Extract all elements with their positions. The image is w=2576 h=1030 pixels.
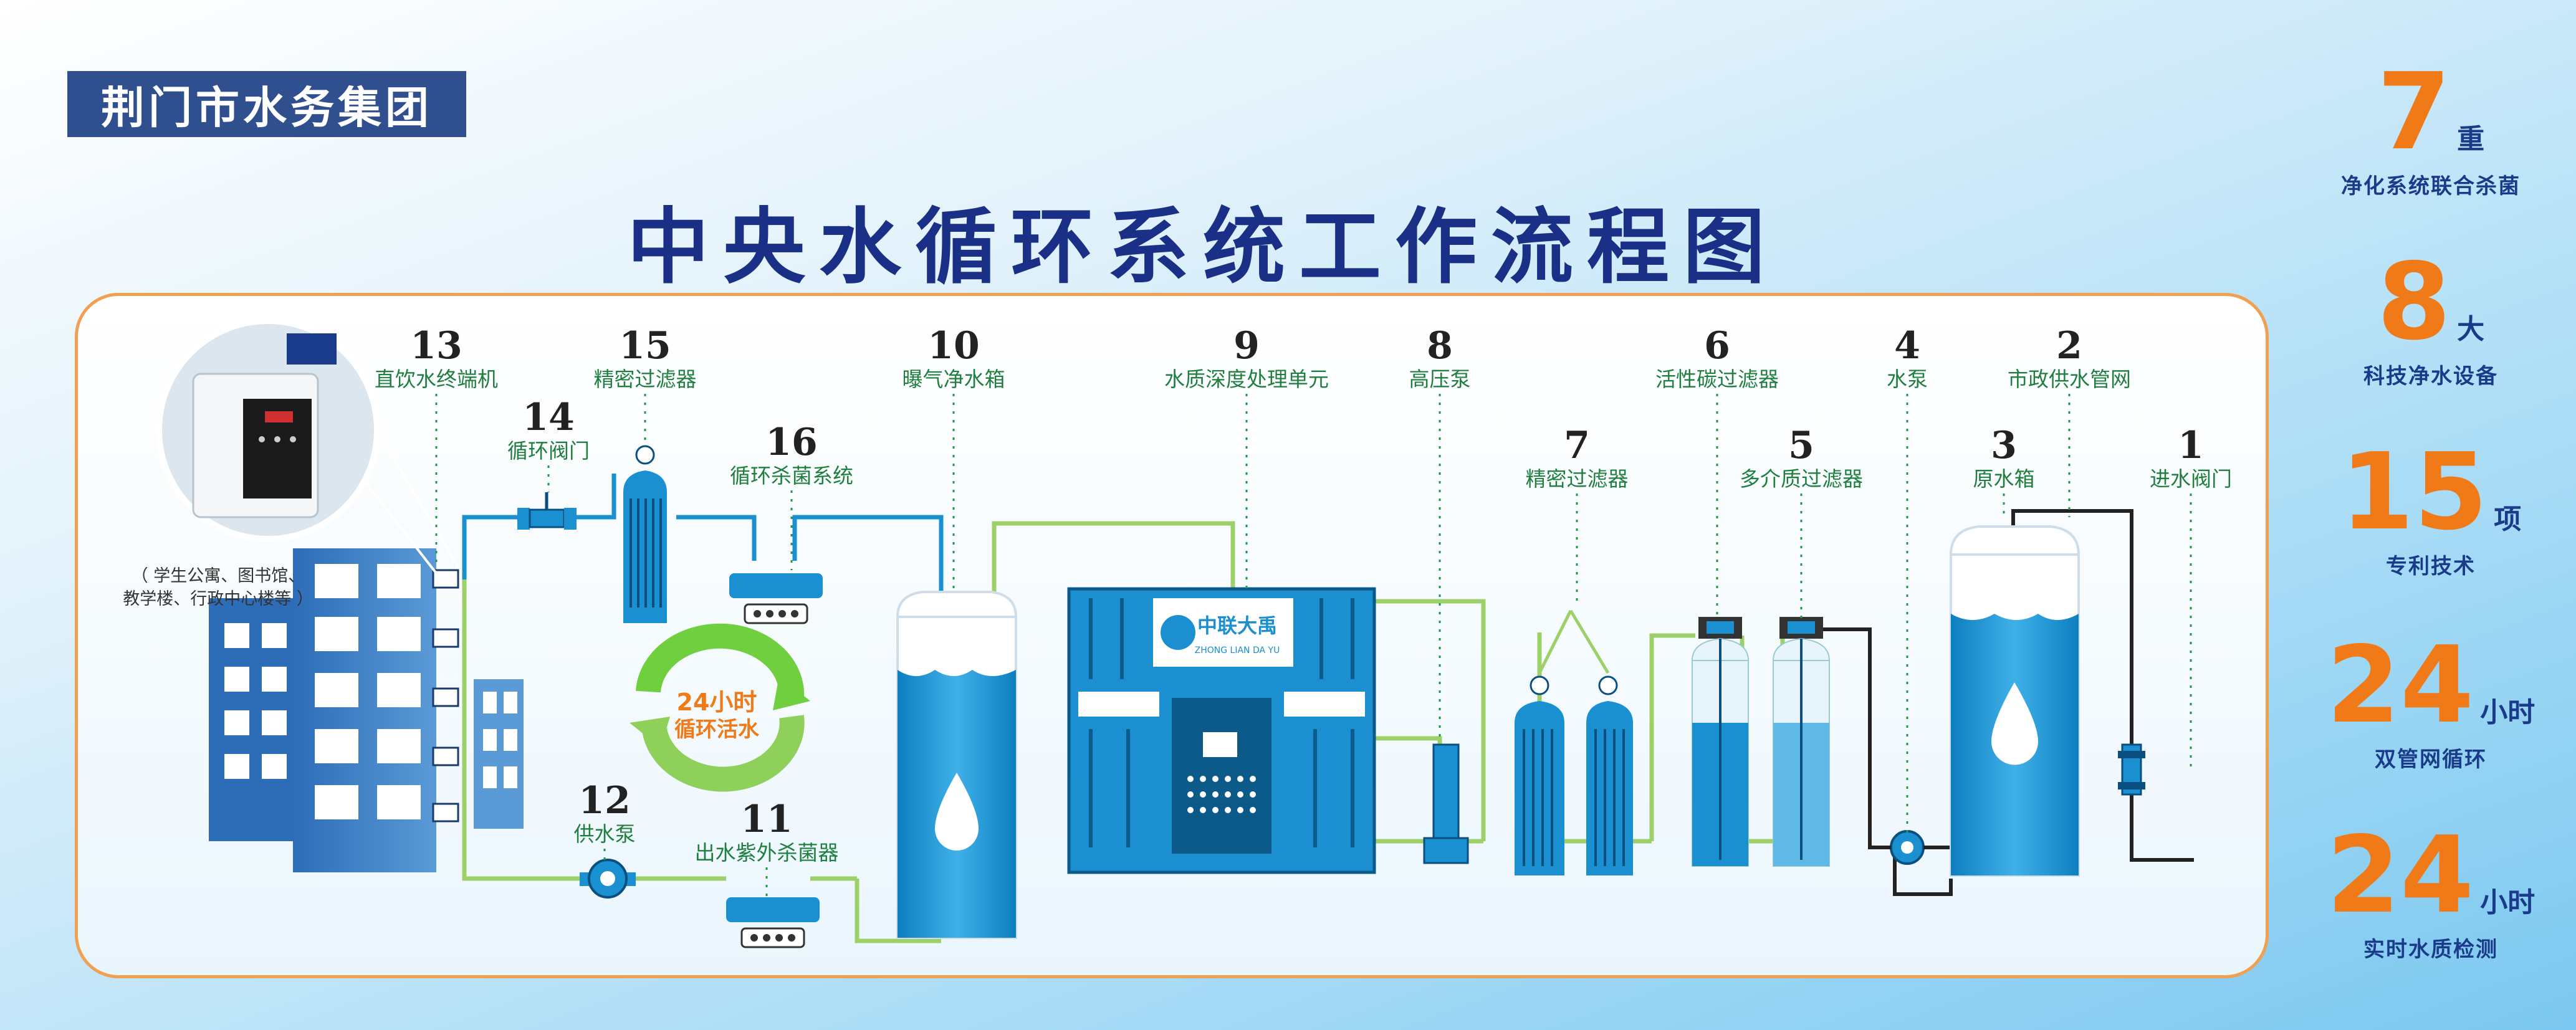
step-label-1: 进水阀门 xyxy=(2150,467,2232,491)
raw-water-tank-3 xyxy=(1949,525,2080,877)
step-number-9: 9 xyxy=(1233,324,1260,368)
pipe-pump8-to-unit xyxy=(1371,736,1442,841)
step-label-5: 多介质过滤器 xyxy=(1740,467,1863,491)
feature-caption: 专利技术 xyxy=(2386,554,2476,579)
precision-filter-15 xyxy=(623,445,667,623)
step-label-2: 市政供水管网 xyxy=(2008,367,2131,391)
pipe-unit-output xyxy=(1371,599,1486,841)
step-label-9: 水质深度处理单元 xyxy=(1164,367,1329,391)
aeration-tank-10 xyxy=(896,591,1018,939)
step-number-2: 2 xyxy=(2056,324,2082,368)
step-label-12: 供水泵 xyxy=(574,822,636,846)
feature-value: 24 xyxy=(2326,624,2474,747)
step-label-16: 循环杀菌系统 xyxy=(730,464,853,488)
supply-pump-12 xyxy=(580,859,636,899)
step-label-8: 高压泵 xyxy=(1409,367,1471,391)
pipe-municipal-inlet xyxy=(2011,509,2194,862)
pipe-sterilizer-to-tank10 xyxy=(792,515,944,598)
step-label-14: 循环阀门 xyxy=(507,439,590,463)
pipe-tank10-to-uv xyxy=(855,879,941,943)
step-label-13: 直饮水终端机 xyxy=(375,367,498,391)
step-number-6: 6 xyxy=(1704,324,1730,368)
step-number-8: 8 xyxy=(1427,324,1453,368)
step-number-7: 7 xyxy=(1564,424,1590,467)
step-number-16: 16 xyxy=(765,421,818,464)
building-caption-2: 教学楼、行政中心楼等 ） xyxy=(123,589,314,609)
feature-value: 7 xyxy=(2377,50,2451,174)
uv-sterilizer-11 xyxy=(726,897,820,948)
feature-caption: 实时水质检测 xyxy=(2363,937,2498,962)
unit-logo-sub: ZHONG LIAN DA YU xyxy=(1195,646,1280,656)
feature-unit: 重 xyxy=(2457,123,2485,155)
step-labels: 1进水阀门2市政供水管网3原水箱4水泵5多介质过滤器6活性碳过滤器7精密过滤器8… xyxy=(375,324,2232,897)
high-pressure-pump-8 xyxy=(1423,743,1469,864)
pipe-to-carbon xyxy=(1649,633,1695,841)
step-number-14: 14 xyxy=(522,396,575,439)
unit-logo: 中联大禹 xyxy=(1197,614,1277,637)
step-number-13: 13 xyxy=(410,324,462,368)
step-number-1: 1 xyxy=(2178,424,2204,467)
inlet-valve-1 xyxy=(2118,743,2145,796)
feature-value: 24 xyxy=(2326,814,2474,937)
step-number-12: 12 xyxy=(578,779,631,823)
step-number-10: 10 xyxy=(927,324,980,368)
precision-filter-7 xyxy=(1515,609,1633,875)
carbon-filter-6 xyxy=(1691,617,1750,867)
step-number-4: 4 xyxy=(1894,324,1920,368)
terminal-machine-photo xyxy=(156,318,459,575)
step-number-15: 15 xyxy=(619,324,671,368)
feature-caption: 科技净水设备 xyxy=(2363,364,2498,389)
pipe-rawtank-to-pump xyxy=(1823,627,1953,896)
page-title: 中央水循环系统工作流程图 xyxy=(627,199,1779,295)
circulation-valve xyxy=(517,492,577,530)
pipe-unit-to-tank10 xyxy=(992,521,1235,601)
step-number-3: 3 xyxy=(1991,424,2017,467)
multimedia-filter-5 xyxy=(1772,617,1831,867)
campus-building xyxy=(209,548,524,872)
feature-value: 15 xyxy=(2340,431,2488,554)
circulation-sterilizer-16 xyxy=(729,573,823,624)
step-label-3: 原水箱 xyxy=(1973,467,2035,491)
feature-caption: 双管网循环 xyxy=(2375,747,2487,772)
step-number-5: 5 xyxy=(1788,424,1814,467)
step-label-10: 曝气净水箱 xyxy=(903,367,1005,391)
feature-value: 8 xyxy=(2377,241,2451,364)
deep-treatment-unit-9: 中联大禹 ZHONG LIAN DA YU xyxy=(1067,587,1376,874)
step-label-6: 活性碳过滤器 xyxy=(1655,367,1779,391)
cycle-badge-line2: 循环活水 xyxy=(674,717,760,742)
step-label-11: 出水紫外杀菌器 xyxy=(695,841,839,865)
brand-badge: 荆门市水务集团 xyxy=(67,71,466,137)
cycle-badge: 24小时 循环活水 xyxy=(630,623,810,792)
pipe-supply-to-building xyxy=(462,579,726,881)
feature-unit: 项 xyxy=(2494,503,2522,535)
cycle-badge-line1: 24小时 xyxy=(677,689,757,716)
feature-unit: 小时 xyxy=(2480,697,2535,728)
feature-unit: 大 xyxy=(2457,313,2485,345)
step-label-15: 精密过滤器 xyxy=(594,367,697,391)
pipe-filter15-to-sterilizer xyxy=(676,515,757,561)
water-pump-4 xyxy=(1876,830,1951,865)
feature-caption: 净化系统联合杀菌 xyxy=(2341,174,2521,199)
building-caption-1: （ 学生公寓、图书馆、 xyxy=(132,566,305,586)
step-label-7: 精密过滤器 xyxy=(1526,467,1629,491)
step-label-4: 水泵 xyxy=(1887,367,1928,391)
feature-unit: 小时 xyxy=(2480,887,2535,918)
step-number-11: 11 xyxy=(740,798,793,841)
